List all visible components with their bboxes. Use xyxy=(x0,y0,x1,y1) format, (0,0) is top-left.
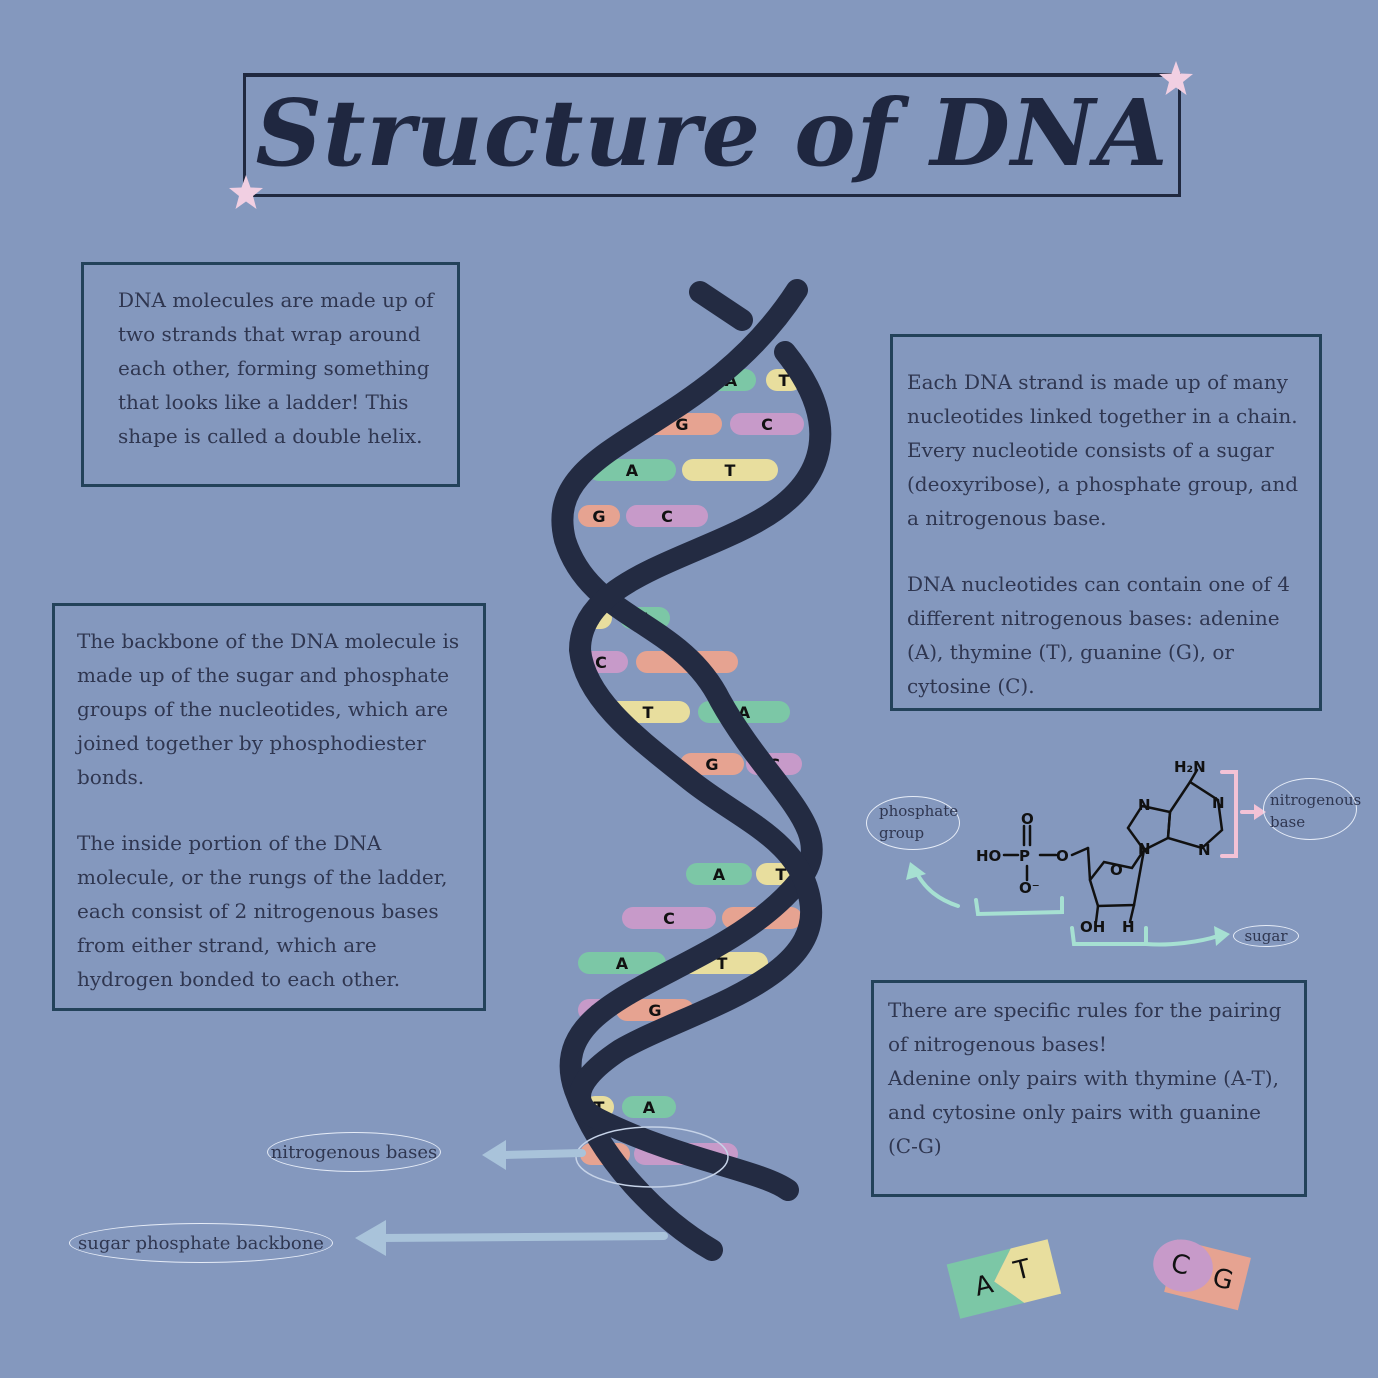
h-text: H xyxy=(1122,918,1135,936)
base-T-segment xyxy=(682,459,778,481)
n-text: N xyxy=(1138,840,1151,858)
sugar-bracket xyxy=(1070,926,1148,946)
o-double-text: O xyxy=(1021,810,1034,828)
backbone-text: The backbone of the DNA molecule is made… xyxy=(77,629,460,789)
base-C-segment xyxy=(626,505,708,527)
nitrogenous-bases-label: nitrogenous bases xyxy=(267,1132,441,1172)
base-letter: T xyxy=(643,703,654,722)
nitrogenous-base-label: nitrogenous base xyxy=(1263,778,1361,840)
at-pair-tile: A T xyxy=(946,1239,1062,1319)
base-letter: C xyxy=(663,909,675,928)
base-letter: C xyxy=(661,507,673,526)
base-letter: A xyxy=(626,461,639,480)
base-bracket xyxy=(1220,770,1238,858)
base-letter: G xyxy=(675,415,688,434)
base-letter: A xyxy=(616,954,629,973)
phosphate-bracket xyxy=(974,896,1064,917)
arrowhead-icon xyxy=(482,1140,506,1170)
cg-pair-tile: C G xyxy=(1153,1239,1251,1311)
nucleotides-text: Each DNA strand is made up of many nucle… xyxy=(907,370,1298,530)
n-text: N xyxy=(1198,841,1211,859)
h2n-text: H₂N xyxy=(1174,758,1206,776)
strand-back xyxy=(568,281,832,1201)
base-C-segment xyxy=(622,907,716,929)
rungs-text: The inside portion of the DNA molecule, … xyxy=(77,831,448,991)
tile-letter: T xyxy=(1010,1254,1034,1287)
sugar-arrow xyxy=(1144,934,1220,947)
p-text: P xyxy=(1019,847,1030,865)
oh-text: OH xyxy=(1080,918,1105,936)
o-bridge-text: O xyxy=(1056,847,1069,865)
pairing-intro-text: There are specific rules for the pairing… xyxy=(888,998,1282,1056)
title-frame xyxy=(243,73,1181,197)
base-letter: A xyxy=(643,1098,656,1117)
base-letter: C xyxy=(761,415,773,434)
phosphate-group-label: phosphate group xyxy=(866,796,960,850)
helix-intro-text: DNA molecules are made up of two strands… xyxy=(118,288,434,448)
star-icon xyxy=(1159,61,1193,95)
n-text: N xyxy=(1138,796,1151,814)
base-G-segment xyxy=(680,753,744,775)
helix-intro-box: DNA molecules are made up of two strands… xyxy=(81,262,460,487)
arrowhead-icon xyxy=(1254,804,1266,820)
base-A-segment xyxy=(578,952,666,974)
star-icon xyxy=(229,175,263,209)
base-A-segment xyxy=(588,459,676,481)
n-text: N xyxy=(1212,794,1225,812)
base-letter: T xyxy=(776,865,787,884)
pairing-rules-text: Adenine only pairs with thymine (A-T), a… xyxy=(888,1066,1279,1158)
arrowhead-icon xyxy=(355,1220,386,1256)
bases-text: DNA nucleotides can contain one of 4 dif… xyxy=(907,572,1290,698)
base-letter: G xyxy=(592,507,605,526)
base-A-segment xyxy=(686,863,752,885)
base-C-segment xyxy=(730,413,804,435)
backbone-box: The backbone of the DNA molecule is made… xyxy=(52,603,486,1011)
arrowhead-icon xyxy=(1214,926,1230,946)
ho-text: HO xyxy=(976,847,1001,865)
base-letter: T xyxy=(779,371,790,390)
phosphate-arrow xyxy=(913,868,960,908)
sugar-phosphate-backbone-label: sugar phosphate backbone xyxy=(69,1223,333,1263)
base-G-segment xyxy=(578,505,620,527)
arrow-backbone xyxy=(376,1232,668,1242)
ring-o-text: O xyxy=(1110,861,1123,879)
base-letter: C xyxy=(595,653,607,672)
base-letter: A xyxy=(713,865,726,884)
sugar-label: sugar xyxy=(1233,925,1299,947)
page-title: Structure of DNA xyxy=(255,79,1169,187)
nucleotides-box: Each DNA strand is made up of many nucle… xyxy=(890,334,1322,711)
base-letter: T xyxy=(717,954,728,973)
base-letter: G xyxy=(705,755,718,774)
base-letter: T xyxy=(725,461,736,480)
pairing-box: There are specific rules for the pairing… xyxy=(871,980,1307,1197)
arrow-nitrogenous-bases xyxy=(501,1149,586,1159)
pair-tiles: A T C G xyxy=(946,1239,1251,1319)
base-A-segment xyxy=(622,1096,676,1118)
base-letter: G xyxy=(648,1001,661,1020)
o-minus-text: O⁻ xyxy=(1019,879,1040,897)
arrowhead-icon xyxy=(906,862,926,880)
